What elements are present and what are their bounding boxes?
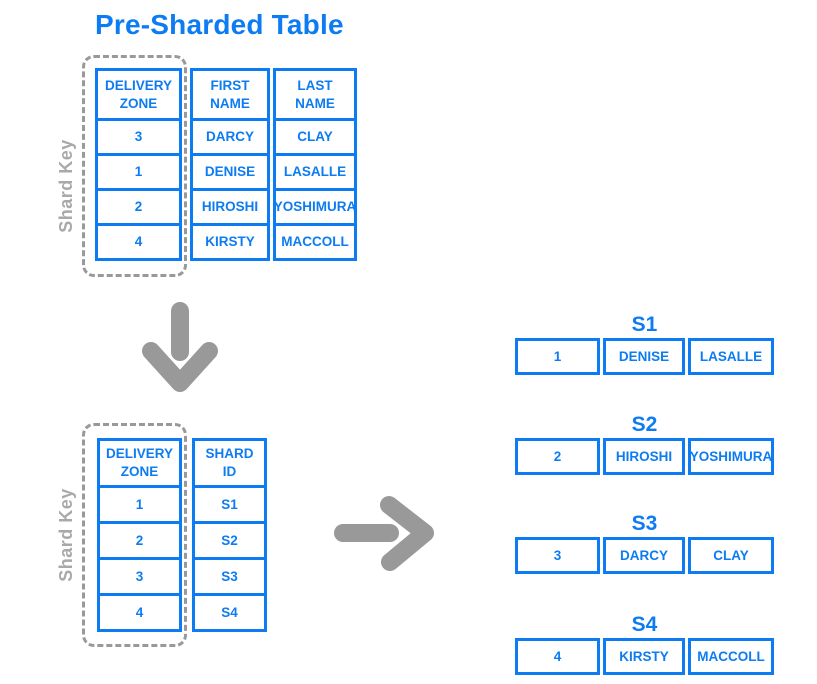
table-cell: CLAY bbox=[688, 537, 774, 574]
pre-table-column-first-name: FIRST NAME DARCY DENISE HIROSHI KIRSTY bbox=[190, 68, 270, 261]
table-cell: 3 bbox=[97, 557, 182, 596]
table-cell: MACCOLL bbox=[688, 638, 774, 675]
table-row: 1 DENISE LASALLE bbox=[515, 338, 774, 375]
table-cell: YOSHIMURA bbox=[273, 188, 357, 226]
shard-key-label-bottom: Shard Key bbox=[56, 488, 76, 582]
table-cell: LASALLE bbox=[273, 153, 357, 191]
table-cell: KIRSTY bbox=[190, 223, 270, 261]
table-row: 4 KIRSTY MACCOLL bbox=[515, 638, 774, 675]
column-header-delivery-zone: DELIVERY ZONE bbox=[95, 68, 182, 121]
table-cell: 1 bbox=[515, 338, 600, 375]
table-cell: S3 bbox=[192, 557, 267, 596]
table-cell: DARCY bbox=[603, 537, 685, 574]
shard-s2: S2 2 HIROSHI YOSHIMURA bbox=[515, 414, 774, 475]
table-row: 2 HIROSHI YOSHIMURA bbox=[515, 438, 774, 475]
table-cell: 4 bbox=[515, 638, 600, 675]
table-cell: 3 bbox=[515, 537, 600, 574]
table-cell: 1 bbox=[97, 485, 182, 524]
table-cell: MACCOLL bbox=[273, 223, 357, 261]
table-cell: DENISE bbox=[190, 153, 270, 191]
table-cell: 2 bbox=[95, 188, 182, 226]
table-cell: KIRSTY bbox=[603, 638, 685, 675]
shard-s4-label: S4 bbox=[631, 613, 658, 636]
shard-mapping-table: DELIVERY ZONE 1 2 3 4 SHARD ID S1 S2 S3 … bbox=[97, 438, 267, 632]
pre-sharded-table: DELIVERY ZONE 3 1 2 4 FIRST NAME DARCY D… bbox=[95, 68, 357, 261]
table-cell: 3 bbox=[95, 118, 182, 156]
map-table-column-delivery-zone: DELIVERY ZONE 1 2 3 4 bbox=[97, 438, 182, 632]
table-cell: 4 bbox=[95, 223, 182, 261]
column-header-last-name: LAST NAME bbox=[273, 68, 357, 121]
table-cell: HIROSHI bbox=[190, 188, 270, 226]
table-cell: DENISE bbox=[603, 338, 685, 375]
table-cell: DARCY bbox=[190, 118, 270, 156]
table-cell: CLAY bbox=[273, 118, 357, 156]
down-arrow-icon bbox=[142, 302, 218, 392]
table-cell: S2 bbox=[192, 521, 267, 560]
table-cell: 1 bbox=[95, 153, 182, 191]
shard-key-label-top: Shard Key bbox=[56, 139, 76, 233]
table-cell: LASALLE bbox=[688, 338, 774, 375]
pre-table-column-delivery-zone: DELIVERY ZONE 3 1 2 4 bbox=[95, 68, 182, 261]
shard-s2-label: S2 bbox=[631, 413, 658, 436]
column-header-first-name: FIRST NAME bbox=[190, 68, 270, 121]
right-arrow-icon bbox=[334, 496, 434, 571]
table-cell: 2 bbox=[515, 438, 600, 475]
map-table-column-shard-id: SHARD ID S1 S2 S3 S4 bbox=[192, 438, 267, 632]
shard-s1: S1 1 DENISE LASALLE bbox=[515, 314, 774, 375]
column-header-delivery-zone: DELIVERY ZONE bbox=[97, 438, 182, 488]
shard-s1-label: S1 bbox=[631, 313, 658, 336]
table-cell: HIROSHI bbox=[603, 438, 685, 475]
table-cell: S4 bbox=[192, 593, 267, 632]
shard-s3: S3 3 DARCY CLAY bbox=[515, 513, 774, 574]
page-title: Pre-Sharded Table bbox=[95, 9, 344, 40]
table-cell: 4 bbox=[97, 593, 182, 632]
column-header-shard-id: SHARD ID bbox=[192, 438, 267, 488]
table-cell: S1 bbox=[192, 485, 267, 524]
shard-s4: S4 4 KIRSTY MACCOLL bbox=[515, 614, 774, 675]
shard-s3-label: S3 bbox=[631, 512, 658, 535]
table-cell: YOSHIMURA bbox=[688, 438, 774, 475]
table-cell: 2 bbox=[97, 521, 182, 560]
pre-table-column-last-name: LAST NAME CLAY LASALLE YOSHIMURA MACCOLL bbox=[273, 68, 357, 261]
table-row: 3 DARCY CLAY bbox=[515, 537, 774, 574]
